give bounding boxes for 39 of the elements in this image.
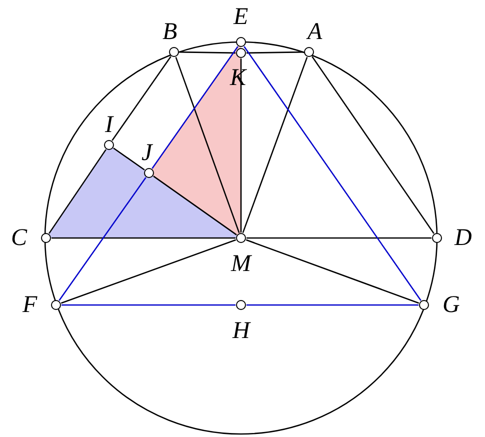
line-segment: [242, 56, 308, 234]
line-segment: [113, 148, 145, 170]
point-label: M: [231, 252, 251, 276]
point-marker: [304, 46, 314, 57]
line-segment: [240, 58, 242, 232]
point-marker: [168, 46, 179, 57]
point-label: D: [454, 226, 472, 250]
line-segment: [244, 46, 422, 301]
line-segment: [175, 56, 240, 234]
line-segment: [246, 237, 432, 239]
point-marker: [236, 36, 246, 47]
point-marker: [418, 300, 429, 310]
line-segment: [246, 304, 418, 306]
point-label: B: [162, 20, 178, 44]
point-label: G: [442, 293, 460, 317]
point-marker: [104, 140, 114, 150]
point-marker: [40, 232, 51, 243]
point-label: J: [142, 141, 152, 165]
point-label: I: [105, 113, 113, 137]
line-segment: [152, 46, 238, 169]
line-segment: [179, 51, 236, 54]
line-segment: [52, 237, 236, 239]
point-marker: [432, 232, 442, 243]
line-segment: [48, 149, 106, 234]
point-label: E: [234, 5, 248, 29]
point-label: A: [308, 20, 322, 44]
line-segment: [246, 239, 420, 304]
point-label: H: [232, 319, 250, 343]
point-label: F: [22, 293, 38, 317]
line-segment: [312, 56, 434, 234]
point-label: C: [11, 226, 28, 250]
line-segment: [62, 304, 236, 306]
point-marker: [236, 300, 246, 310]
line-segment: [153, 176, 237, 236]
line-segment: [112, 56, 172, 141]
line-segment: [58, 177, 146, 301]
line-segment: [60, 239, 236, 304]
line-segment: [246, 51, 304, 54]
point-marker: [50, 300, 61, 310]
